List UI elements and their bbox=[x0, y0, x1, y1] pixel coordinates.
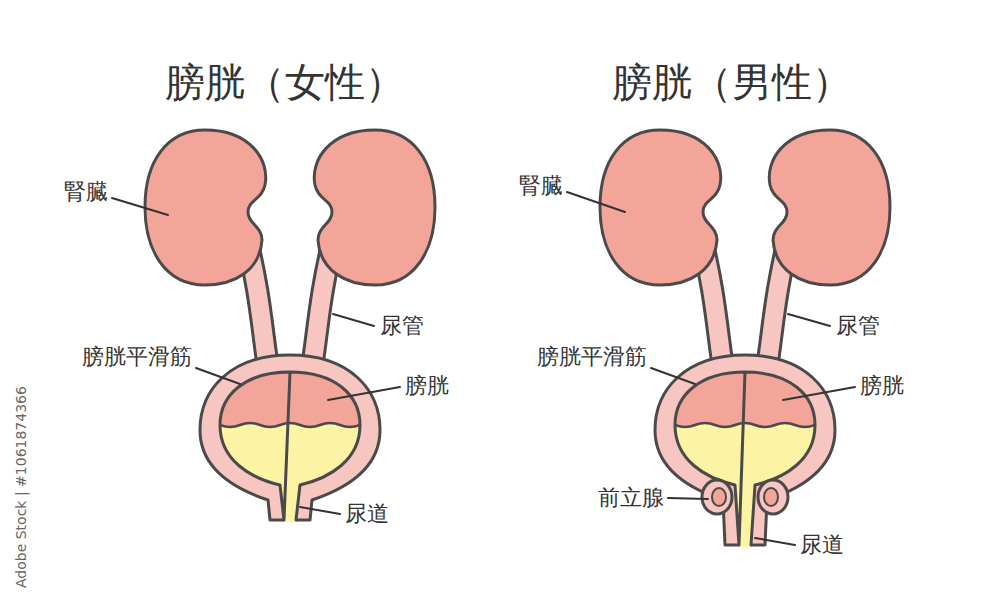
leader-lines bbox=[112, 192, 855, 545]
prostate bbox=[702, 480, 788, 514]
part-label: 膀胱 bbox=[405, 374, 449, 398]
part-label: 尿道 bbox=[345, 502, 389, 526]
part-label: 膀胱平滑筋 bbox=[82, 345, 192, 369]
watermark: Adobe Stock | #1061874366 bbox=[14, 386, 29, 588]
part-label: 尿管 bbox=[836, 314, 880, 338]
part-label: 腎臓 bbox=[64, 180, 108, 204]
kidney bbox=[145, 130, 266, 285]
female-urinary-system bbox=[145, 130, 435, 530]
kidney bbox=[769, 130, 890, 285]
heading: 膀胱（女性） bbox=[165, 60, 405, 104]
kidney bbox=[600, 130, 721, 285]
kidney bbox=[314, 130, 435, 285]
heading: 膀胱（男性） bbox=[612, 60, 852, 104]
bladder bbox=[220, 372, 360, 520]
part-label: 尿管 bbox=[380, 314, 424, 338]
part-label: 尿道 bbox=[800, 533, 844, 557]
part-label: 腎臓 bbox=[519, 174, 563, 198]
part-label: 前立腺 bbox=[598, 486, 664, 510]
part-label: 膀胱 bbox=[860, 374, 904, 398]
part-label: 膀胱平滑筋 bbox=[537, 345, 647, 369]
